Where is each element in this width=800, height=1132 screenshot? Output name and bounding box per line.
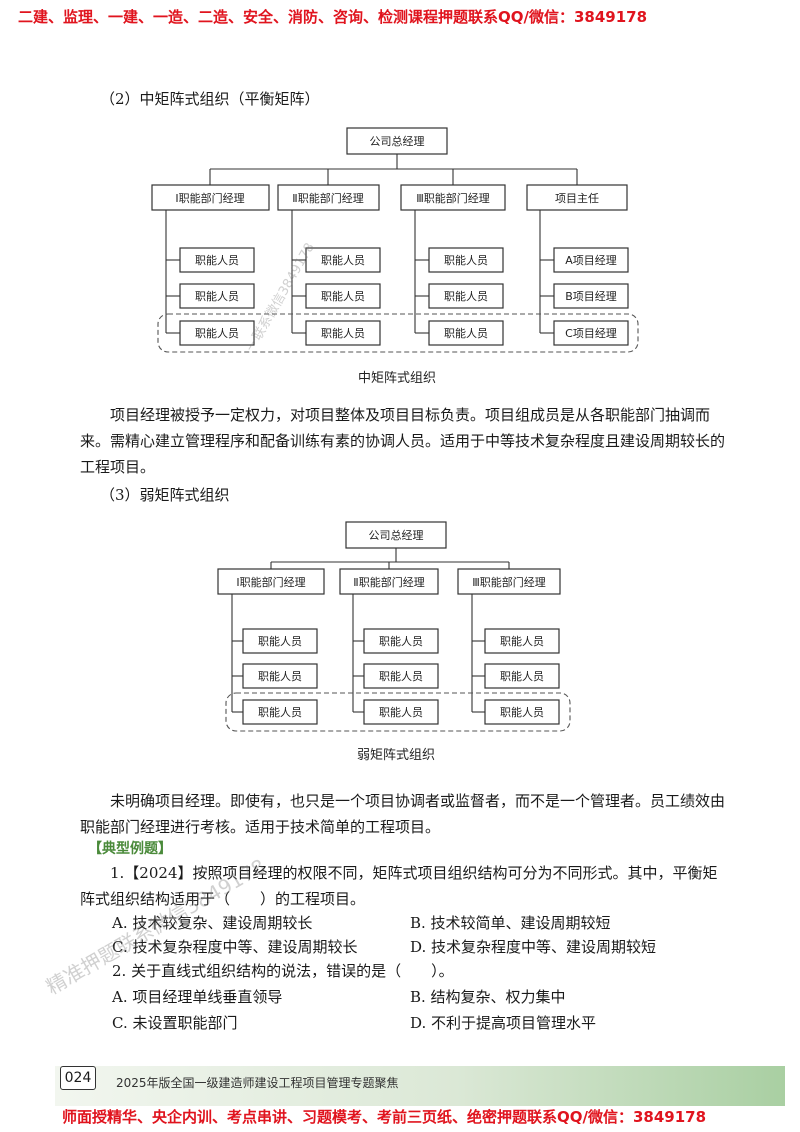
page-number: 024 [60,1066,96,1090]
diagram1-staff-box: 职能人员 [179,320,255,346]
svg-text:C项目经理: C项目经理 [565,327,617,340]
diagram2-head-3: Ⅲ职能部门经理 [457,568,561,595]
section-3-title: （3）弱矩阵式组织 [100,486,230,504]
svg-text:职能人员: 职能人员 [444,253,488,267]
svg-text:Ⅲ职能部门经理: Ⅲ职能部门经理 [472,575,546,589]
diagram2-staff-box: 职能人员 [242,628,318,654]
svg-text:Ⅱ职能部门经理: Ⅱ职能部门经理 [353,575,424,589]
weak-matrix-description: 未明确项目经理。即使有，也只是一个项目协调者或监督者，而不是一个管理者。员工绩效… [80,792,726,836]
svg-text:Ⅰ职能部门经理: Ⅰ职能部门经理 [236,575,305,589]
svg-text:职能人员: 职能人员 [444,289,488,303]
diagram1-staff-box: 职能人员 [305,320,381,346]
svg-text:职能人员: 职能人员 [500,669,544,683]
diagram2-staff-box: 职能人员 [363,663,439,689]
diagram1-staff-box: 职能人员 [305,247,381,273]
svg-text:职能人员: 职能人员 [500,705,544,719]
svg-text:职能人员: 职能人员 [258,634,302,648]
diagram1-pm-box-b: B项目经理 [553,283,629,309]
svg-text:Ⅱ职能部门经理: Ⅱ职能部门经理 [292,191,363,205]
diagram2-caption: 弱矩阵式组织 [357,748,435,763]
diagram2-top-label: 公司总经理 [369,528,424,542]
question-2-option-d: D. 不利于提高项目管理水平 [410,1014,597,1032]
svg-text:职能人员: 职能人员 [379,669,423,683]
diagram2-head-2: Ⅱ职能部门经理 [339,568,439,595]
diagram1-staff-box: 职能人员 [428,320,504,346]
diagram2-staff-box: 职能人员 [484,663,560,689]
svg-text:项目主任: 项目主任 [555,192,599,205]
diagram2-staff-box: 职能人员 [242,663,318,689]
question-1-option-d: D. 技术复杂程度中等、建设周期较短 [410,938,657,956]
svg-text:职能人员: 职能人员 [258,705,302,719]
svg-text:职能人员: 职能人员 [195,289,239,303]
header-banner: 二建、监理、一建、一造、二造、安全、消防、咨询、检测课程押题联系QQ/微信：38… [18,8,648,26]
question-1-option-c: C. 技术复杂程度中等、建设周期较长 [112,938,358,956]
diagram1-head-2: Ⅱ职能部门经理 [277,184,380,211]
svg-text:Ⅲ职能部门经理: Ⅲ职能部门经理 [416,191,490,205]
diagram1-head-4: 项目主任 [526,184,628,211]
diagram2-staff-box: 职能人员 [484,628,560,654]
matrix-diagram-weak: 公司总经理 Ⅰ职能部门经理 Ⅱ职能部门经理 Ⅲ职能部门经理 职能人员 职能人员 … [217,521,571,763]
diagram1-project-group [157,313,639,353]
example-section-tag: 【典型例题】 [88,841,172,857]
diagram2-staff-box: 职能人员 [363,699,439,725]
matrix-diagram-medium: 公司总经理 Ⅰ职能部门经理 Ⅱ职能部门经理 Ⅲ职能部门经理 项目主任 职能人员 … [151,127,639,386]
diagram1-staff-box: 职能人员 [428,283,504,309]
question-1-option-b: B. 技术较简单、建设周期较短 [410,914,611,932]
question-1-option-a: A. 技术较复杂、建设周期较长 [112,914,313,932]
footer-bar [55,1066,785,1106]
diagram1-top-box [346,127,448,155]
question-1-stem: 1.【2024】按照项目经理的权限不同，矩阵式项目组织结构可分为不同形式。其中，… [80,864,718,908]
diagram1-staff-box: 职能人员 [428,247,504,273]
svg-text:职能人员: 职能人员 [195,326,239,340]
svg-text:B项目经理: B项目经理 [565,290,617,303]
diagram1-staff-box: 职能人员 [179,247,255,273]
diagram1-staff-box: 职能人员 [305,283,381,309]
svg-text:职能人员: 职能人员 [379,634,423,648]
diagram1-head-3: Ⅲ职能部门经理 [400,184,506,211]
diagram1-pm-box-a: A项目经理 [553,247,629,273]
footer-title: 2025年版全国一级建造师建设工程项目管理专题聚焦 [116,1076,399,1090]
diagram1-caption: 中矩阵式组织 [358,371,436,386]
diagram1-top-label: 公司总经理 [370,134,425,148]
svg-text:职能人员: 职能人员 [195,253,239,267]
diagram2-head-1: Ⅰ职能部门经理 [217,568,325,595]
svg-text:职能人员: 职能人员 [258,669,302,683]
question-2-option-a: A. 项目经理单线垂直领导 [112,988,283,1006]
svg-text:Ⅰ职能部门经理: Ⅰ职能部门经理 [175,191,244,205]
question-2-stem: 2. 关于直线式组织结构的说法，错误的是（ ）。 [112,962,454,980]
svg-text:职能人员: 职能人员 [321,289,365,303]
diagram2-top-box [345,521,447,549]
svg-text:职能人员: 职能人员 [500,634,544,648]
svg-text:职能人员: 职能人员 [321,253,365,267]
diagram2-staff-box: 职能人员 [242,699,318,725]
diagram1-pm-box-c: C项目经理 [553,320,629,346]
question-2-option-c: C. 未设置职能部门 [112,1014,238,1032]
diagram1-head-1: Ⅰ职能部门经理 [151,184,270,211]
question-2-option-b: B. 结构复杂、权力集中 [410,988,566,1006]
footer-banner: 师面授精华、央企内训、考点串讲、习题模考、考前三页纸、绝密押题联系QQ/微信：3… [62,1108,707,1126]
svg-text:A项目经理: A项目经理 [565,254,617,267]
diagram2-staff-box: 职能人员 [363,628,439,654]
svg-text:职能人员: 职能人员 [444,326,488,340]
section-2-title: （2）中矩阵式组织（平衡矩阵） [100,90,320,108]
medium-matrix-description: 项目经理被授予一定权力，对项目整体及项目目标负责。项目组成员是从各职能部门抽调而… [80,406,726,476]
diagram2-staff-box: 职能人员 [484,699,560,725]
diagram2-project-group [225,692,571,732]
svg-text:职能人员: 职能人员 [321,326,365,340]
diagram1-staff-box: 职能人员 [179,283,255,309]
svg-text:职能人员: 职能人员 [379,705,423,719]
